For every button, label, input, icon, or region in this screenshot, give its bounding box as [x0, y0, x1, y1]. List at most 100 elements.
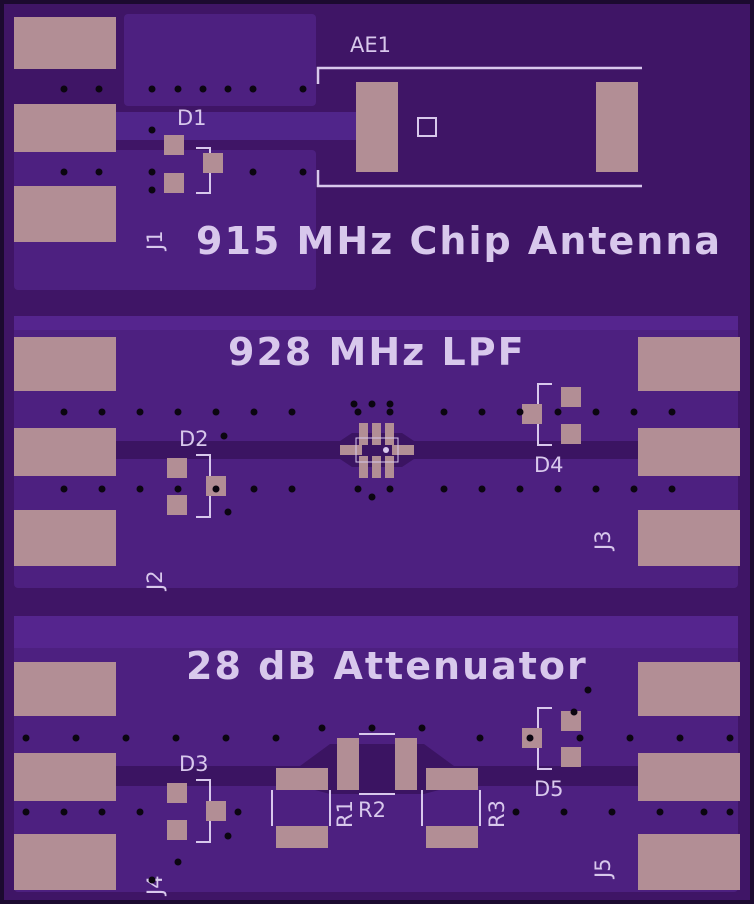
- j2-pad-2: [14, 428, 116, 476]
- via: [148, 876, 156, 884]
- d3-pad-1: [167, 783, 187, 803]
- d1-pad-1: [164, 135, 184, 155]
- ae1-outline-top: [316, 66, 642, 84]
- d5-pad-3: [561, 747, 581, 767]
- via: [72, 734, 80, 742]
- ae1-label: AE1: [350, 33, 391, 57]
- via: [592, 485, 600, 493]
- via: [60, 485, 68, 493]
- lpf-ic-pad-t3: [385, 423, 394, 445]
- via: [95, 168, 103, 176]
- via: [98, 408, 106, 416]
- via: [212, 485, 220, 493]
- via: [122, 734, 130, 742]
- via: [560, 808, 568, 816]
- via: [148, 85, 156, 93]
- ae1-pad-left: [356, 82, 398, 172]
- r3-label: R3: [485, 800, 509, 828]
- lpf-ic-pad-t2: [372, 423, 381, 445]
- ae1-outline-bottom: [316, 170, 642, 188]
- antenna-feed-trace: [110, 112, 378, 140]
- via: [608, 808, 616, 816]
- antenna-ground-fill-top: [124, 14, 316, 106]
- via: [224, 508, 232, 516]
- via: [476, 734, 484, 742]
- d5-label: D5: [534, 777, 564, 801]
- j1-pad-1: [14, 17, 116, 69]
- ae1-pad-right: [596, 82, 638, 172]
- via: [288, 485, 296, 493]
- via: [526, 734, 534, 742]
- via: [350, 400, 358, 408]
- via: [726, 734, 734, 742]
- r3-pad-top: [426, 768, 478, 790]
- via: [656, 808, 664, 816]
- via: [386, 408, 394, 416]
- via-layer: [22, 85, 734, 884]
- j2-pad-3: [14, 510, 116, 566]
- lpf-ic: [340, 423, 414, 478]
- via: [626, 734, 634, 742]
- via: [222, 734, 230, 742]
- d3-pad-3: [206, 801, 226, 821]
- d4-label: D4: [534, 453, 564, 477]
- via: [212, 408, 220, 416]
- j2-label: J2: [143, 570, 167, 592]
- j3-pad-2: [638, 428, 740, 476]
- via: [199, 85, 207, 93]
- via: [630, 485, 638, 493]
- r3-pad-bottom: [426, 826, 478, 848]
- via: [174, 85, 182, 93]
- via: [726, 808, 734, 816]
- via: [136, 485, 144, 493]
- via: [386, 400, 394, 408]
- via: [22, 734, 30, 742]
- j3-label: J3: [591, 530, 615, 552]
- via: [668, 485, 676, 493]
- via: [516, 408, 524, 416]
- antenna-ground-fill-bottom: [14, 150, 316, 290]
- d2-pad-2: [167, 495, 187, 515]
- r1-pad-top: [276, 768, 328, 790]
- lpf-ic-pad-b3: [385, 456, 394, 478]
- d4-pad-3: [561, 424, 581, 444]
- r1-label: R1: [333, 800, 357, 828]
- via: [584, 686, 592, 694]
- via: [570, 708, 578, 716]
- via: [478, 485, 486, 493]
- via: [299, 168, 307, 176]
- r2-pad-left: [337, 738, 359, 790]
- lpf-section: 928 MHz LPF D2 D4 J2 J3: [14, 316, 740, 592]
- lpf-ic-pad-b2: [372, 456, 381, 478]
- via: [224, 832, 232, 840]
- via: [136, 808, 144, 816]
- via: [60, 808, 68, 816]
- j3-pad-3: [638, 510, 740, 566]
- d5-pad-2: [561, 711, 581, 731]
- j3-pad-1: [638, 337, 740, 391]
- via: [440, 408, 448, 416]
- via: [174, 858, 182, 866]
- via: [288, 408, 296, 416]
- via: [478, 408, 486, 416]
- via: [554, 485, 562, 493]
- d2-pad-1: [167, 458, 187, 478]
- via: [60, 85, 68, 93]
- via: [299, 85, 307, 93]
- j1-pad-3: [14, 186, 116, 242]
- lpf-rf-trace: [110, 433, 644, 467]
- via: [368, 724, 376, 732]
- d4-pad-2: [561, 387, 581, 407]
- r2-label: R2: [358, 798, 386, 822]
- via: [220, 432, 228, 440]
- via: [368, 493, 376, 501]
- via: [148, 186, 156, 194]
- d1-label: D1: [177, 106, 207, 130]
- via: [512, 808, 520, 816]
- via: [250, 485, 258, 493]
- lpf-ic-pad-b1: [359, 456, 368, 478]
- lpf-ic-pad-r: [392, 445, 414, 455]
- d1-pad-3: [203, 153, 223, 173]
